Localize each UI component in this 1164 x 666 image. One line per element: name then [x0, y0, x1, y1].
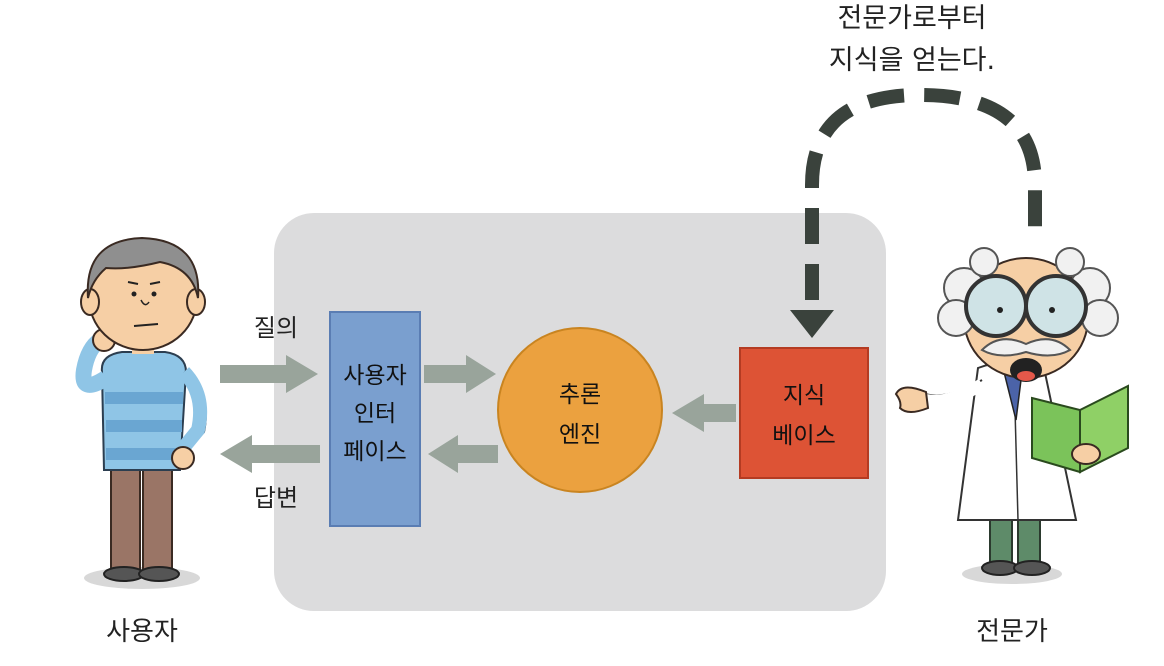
answer-arrow — [220, 435, 320, 473]
answer-label: 답변 — [254, 484, 298, 512]
inference-engine-label-2: 엔진 — [559, 422, 601, 448]
kb-to-engine-arrow — [672, 394, 736, 432]
engine-to-ui-arrow — [428, 435, 498, 473]
inference-engine-label-1: 추론 — [559, 382, 601, 408]
knowledge-acquisition-arrow — [790, 87, 1042, 338]
expert-note-line1: 전문가로부터 — [837, 3, 986, 34]
person-icon — [75, 236, 208, 589]
knowledge-base-box — [739, 347, 869, 479]
knowledge-base-label-1: 지식 — [783, 383, 825, 409]
scientist-icon — [894, 247, 1129, 584]
user-interface-label-3: 페이스 — [343, 439, 406, 465]
knowledge-base-label-2: 베이스 — [772, 423, 835, 449]
expert-label: 전문가 — [976, 617, 1048, 647]
user-interface-label-2: 인터 — [354, 401, 396, 427]
ui-to-engine-arrow — [424, 355, 496, 393]
user-interface-box — [329, 311, 421, 527]
inference-engine-circle — [497, 327, 663, 493]
query-arrow — [220, 355, 318, 393]
query-label: 질의 — [254, 314, 298, 342]
user-interface-label-1: 사용자 — [343, 363, 406, 389]
expert-note-line2: 지식을 얻는다. — [829, 45, 995, 76]
user-label: 사용자 — [106, 617, 178, 647]
